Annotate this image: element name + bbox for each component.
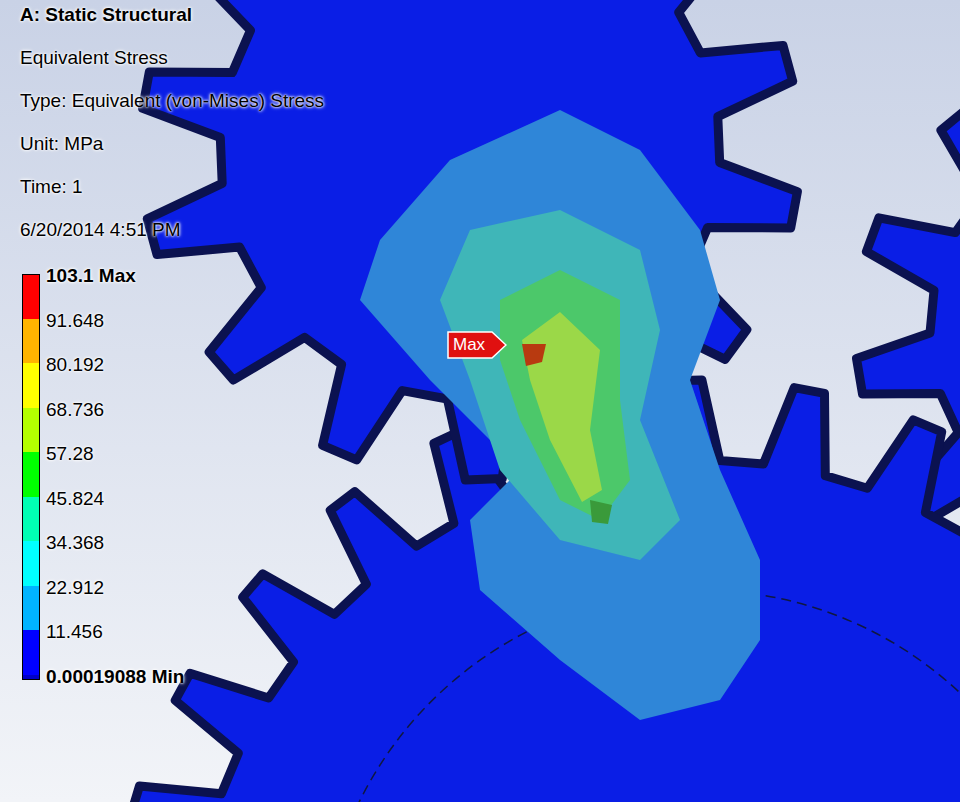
contour-band (590, 500, 612, 524)
max-callout: Max (447, 331, 507, 359)
legend-value: 11.456 (46, 621, 103, 643)
legend-swatch (22, 408, 40, 453)
stress-contour (360, 110, 760, 720)
header-text: Time: 1 (20, 176, 83, 198)
legend-swatch (22, 675, 40, 680)
legend-swatch (22, 363, 40, 408)
callout-shape (448, 332, 506, 358)
legend-value: 57.28 (46, 443, 94, 465)
header-text: 6/20/2014 4:51 PM (20, 219, 181, 241)
header-text: Unit: MPa (20, 133, 103, 155)
contour-band (522, 312, 602, 502)
header-text: Equivalent Stress (20, 47, 168, 69)
legend-value: 103.1 Max (46, 265, 136, 287)
legend-value: 45.824 (46, 488, 104, 510)
legend-value: 80.192 (46, 354, 104, 376)
legend-value: 22.912 (46, 577, 104, 599)
legend-value: 68.736 (46, 399, 104, 421)
legend-swatch (22, 630, 40, 675)
legend-swatch (22, 497, 40, 542)
legend-value: 91.648 (46, 310, 104, 332)
max-region (522, 344, 546, 366)
contour-band (360, 110, 760, 720)
contour-band (440, 210, 680, 560)
callout-text-box: Max (447, 331, 507, 359)
legend-swatch (22, 274, 40, 319)
legend-swatch (22, 541, 40, 586)
legend-swatch (22, 319, 40, 364)
header-text: A: Static Structural (20, 4, 192, 26)
callout-label: Max (453, 335, 501, 355)
legend-value: 0.00019088 Min (46, 666, 184, 688)
legend-value: 34.368 (46, 532, 104, 554)
header-text: Type: Equivalent (von-Mises) Stress (20, 90, 324, 112)
legend-swatch (22, 452, 40, 497)
contour-band (500, 270, 630, 520)
legend-swatch (22, 586, 40, 631)
